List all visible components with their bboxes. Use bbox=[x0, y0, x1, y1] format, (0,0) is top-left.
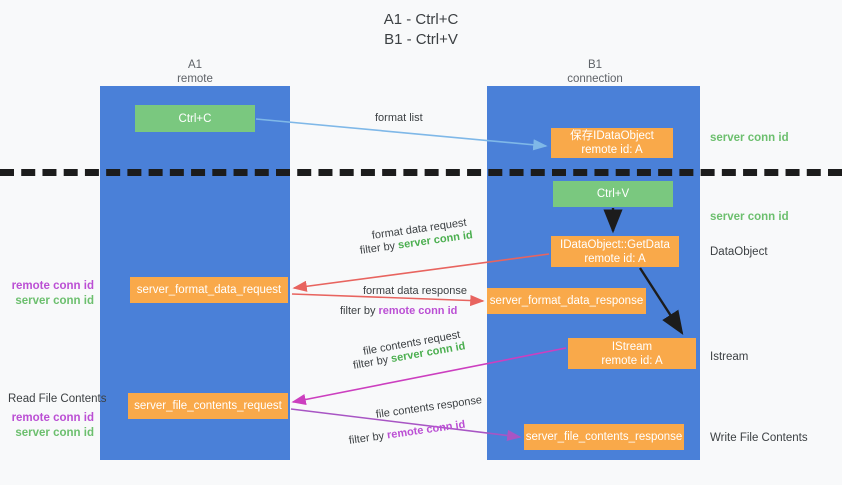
filter-value-remote-conn-id: remote conn id bbox=[378, 305, 458, 317]
node-server-file-contents-response-label: server_file_contents_response bbox=[525, 431, 683, 443]
column-header-b1: B1 connection bbox=[520, 58, 670, 86]
edge-label-format-data-response-text: format data response bbox=[363, 285, 467, 297]
node-idataobject-getdata[interactable]: IDataObject::GetData remote id: A bbox=[551, 236, 679, 267]
node-save-idataobject-title: 保存IDataObject bbox=[570, 130, 654, 142]
annotation-server-conn-id-upper: server conn id bbox=[15, 295, 94, 307]
node-istream-subtitle: remote id: A bbox=[601, 354, 663, 367]
annotation-read-file-contents: Read File Contents bbox=[8, 392, 106, 407]
edge-label-format-data-response: format data response bbox=[363, 284, 467, 298]
annotation-server-conn-id-lower: server conn id bbox=[15, 427, 94, 439]
node-ctrl-v[interactable]: Ctrl+V bbox=[553, 181, 673, 207]
column-a1-name: A1 bbox=[187, 59, 203, 71]
node-server-file-contents-request[interactable]: server_file_contents_request bbox=[128, 393, 288, 419]
node-ctrl-v-label: Ctrl+V bbox=[596, 188, 630, 200]
arrow-format-data-response bbox=[291, 293, 485, 307]
node-ctrl-c[interactable]: Ctrl+C bbox=[135, 105, 255, 132]
annotation-write-file-contents-text: Write File Contents bbox=[710, 432, 808, 444]
arrow-format-list bbox=[255, 118, 548, 151]
node-server-format-data-request-label: server_format_data_request bbox=[136, 284, 282, 296]
node-getdata-title: IDataObject::GetData bbox=[560, 238, 670, 251]
node-istream[interactable]: IStream remote id: A bbox=[568, 338, 696, 369]
annotation-server-conn-id-top-text: server conn id bbox=[710, 132, 789, 144]
title-line-1: A1 - Ctrl+C bbox=[383, 11, 459, 28]
arrow-getdata-to-istream bbox=[638, 267, 684, 336]
annotation-server-conn-id-mid-text: server conn id bbox=[710, 211, 789, 223]
arrow-file-contents-response bbox=[290, 408, 522, 442]
column-header-a1: A1 remote bbox=[120, 58, 270, 86]
diagram-title: A1 - Ctrl+C B1 - Ctrl+V bbox=[0, 10, 842, 50]
edge-label-format-list: format list bbox=[375, 111, 423, 125]
annotation-istream-text: Istream bbox=[710, 351, 749, 363]
node-server-format-data-request[interactable]: server_format_data_request bbox=[130, 277, 288, 303]
annotation-istream: Istream bbox=[710, 350, 748, 365]
annotation-remote-conn-id-lower: remote conn id bbox=[11, 412, 94, 424]
annotation-write-file-contents: Write File Contents bbox=[710, 431, 808, 446]
arrow-file-contents-request bbox=[291, 347, 567, 406]
annotation-dataobject-text: DataObject bbox=[710, 246, 768, 258]
column-a1-role: remote bbox=[177, 73, 213, 85]
node-save-idataobject-subtitle: remote id: A bbox=[581, 144, 643, 156]
edge-label-format-list-text: format list bbox=[375, 112, 423, 124]
annotation-conn-ids-upper: remote conn id server conn id bbox=[8, 279, 94, 309]
node-ctrl-c-label: Ctrl+C bbox=[178, 112, 212, 125]
annotation-server-conn-id-top: server conn id bbox=[710, 131, 789, 146]
edge-label-format-data-response-filter: filter by remote conn id bbox=[340, 304, 457, 318]
node-server-file-contents-request-label: server_file_contents_request bbox=[134, 400, 282, 412]
node-server-format-data-response-label: server_format_data_response bbox=[489, 295, 644, 307]
title-line-2: B1 - Ctrl+V bbox=[384, 31, 458, 48]
column-b1-name: B1 bbox=[587, 59, 603, 71]
node-istream-title: IStream bbox=[611, 340, 653, 353]
annotation-dataobject: DataObject bbox=[710, 245, 768, 260]
annotation-remote-conn-id-upper: remote conn id bbox=[11, 280, 94, 292]
phase-separator-line bbox=[0, 169, 842, 176]
node-server-file-contents-response[interactable]: server_file_contents_response bbox=[524, 424, 684, 450]
annotation-read-file-contents-text: Read File Contents bbox=[8, 393, 107, 405]
node-server-format-data-response[interactable]: server_format_data_response bbox=[487, 288, 646, 314]
filter-prefix: filter by bbox=[340, 305, 379, 317]
node-getdata-subtitle: remote id: A bbox=[584, 252, 646, 265]
arrow-format-data-request bbox=[292, 253, 550, 292]
annotation-server-conn-id-mid: server conn id bbox=[710, 210, 789, 225]
annotation-conn-ids-lower: remote conn id server conn id bbox=[8, 411, 94, 441]
node-save-idataobject[interactable]: 保存IDataObject remote id: A bbox=[551, 128, 673, 158]
column-b1-role: connection bbox=[567, 73, 623, 85]
